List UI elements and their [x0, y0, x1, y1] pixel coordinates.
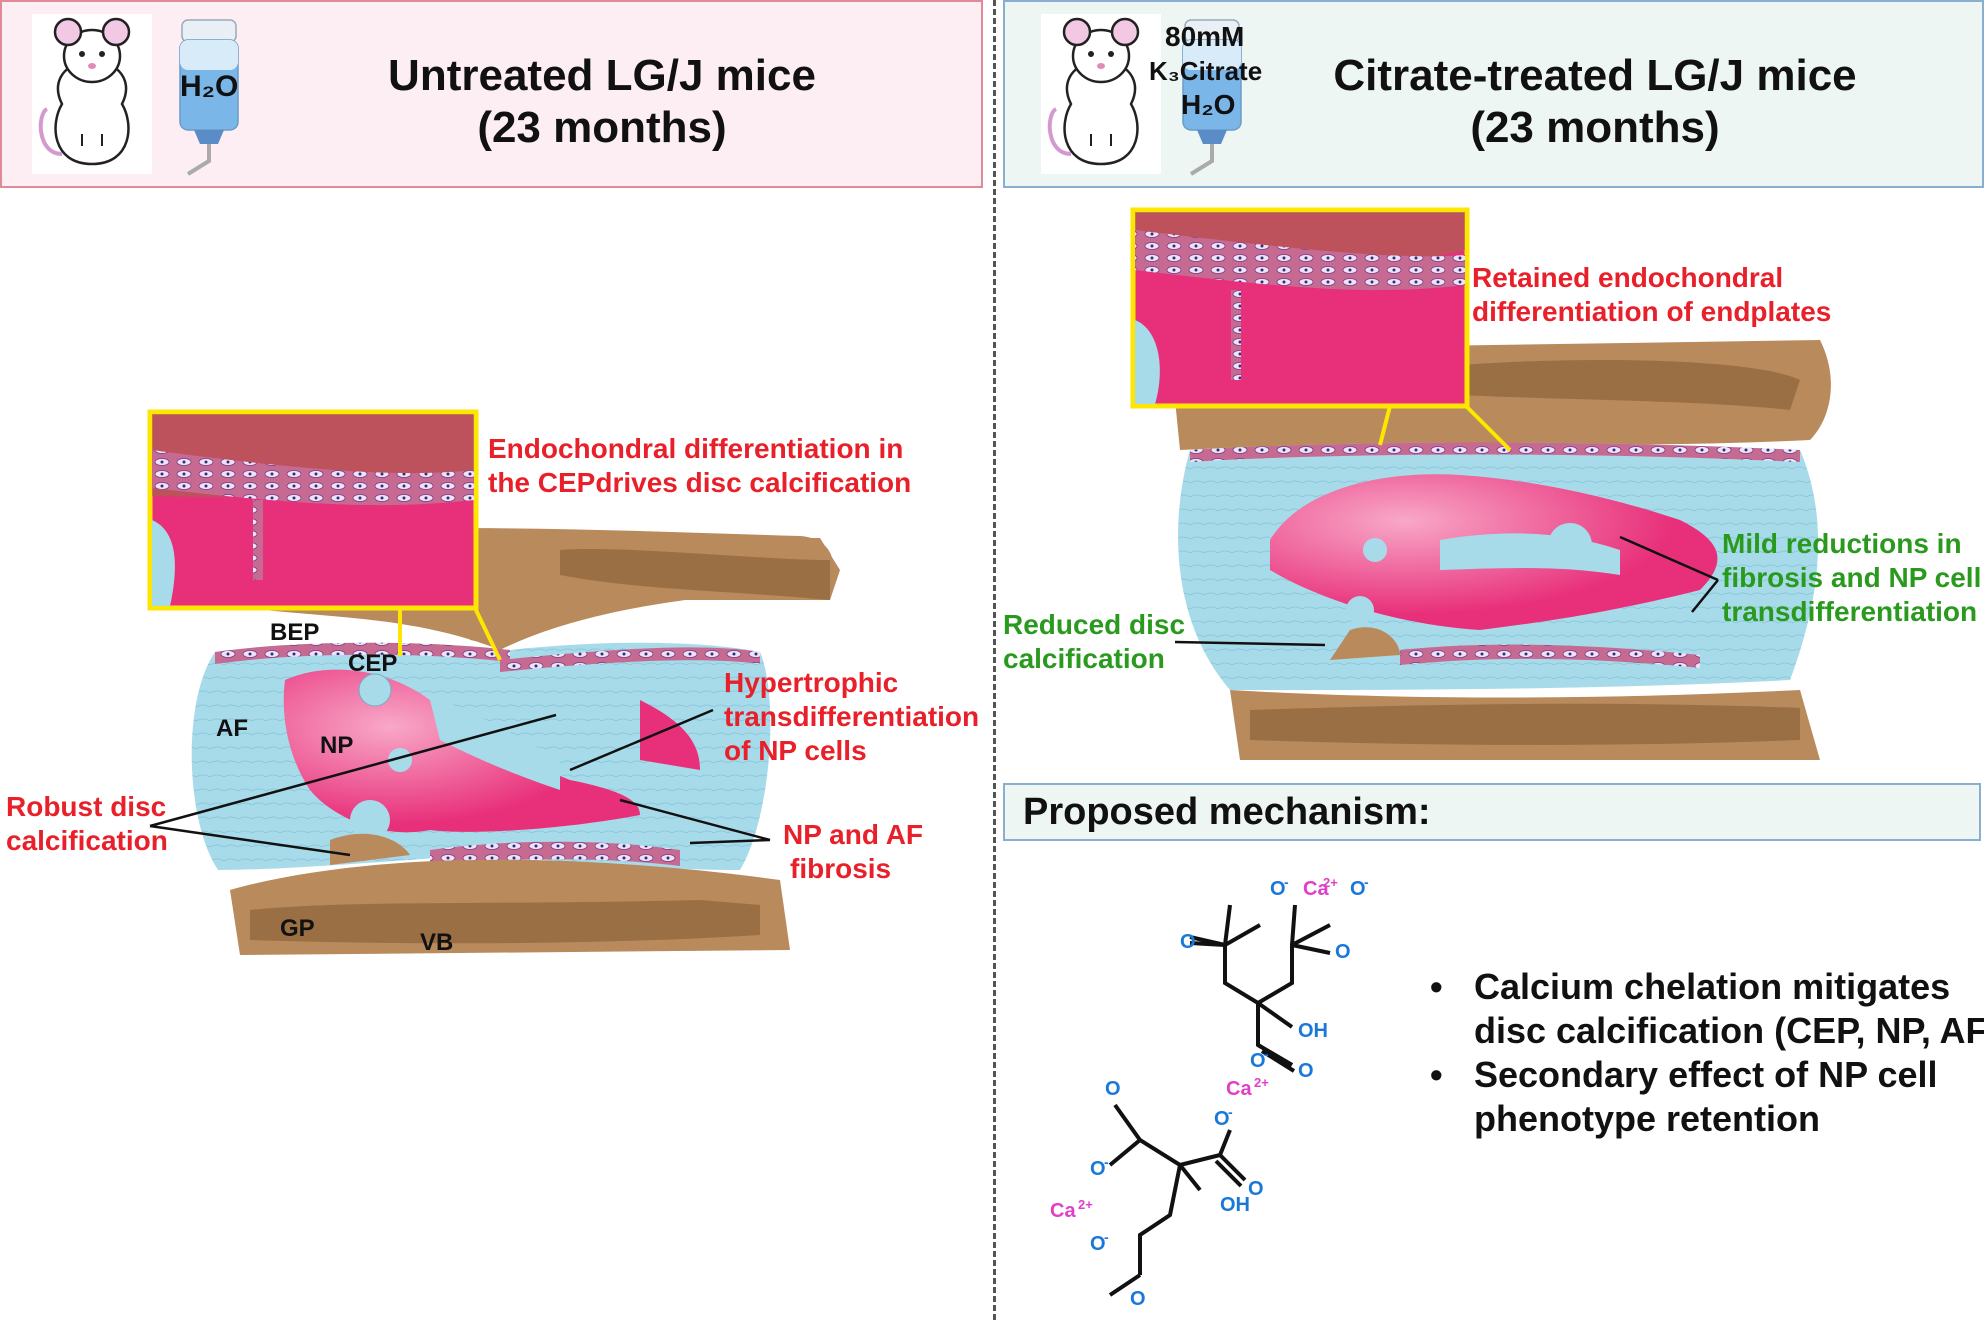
minus-4: - — [1104, 1154, 1109, 1170]
label-robust-line2: calcification — [6, 825, 168, 856]
bottle-label: H₂O — [180, 70, 239, 103]
untreated-header-panel: H₂O Untreated LG/J mice (23 months) — [0, 0, 983, 188]
mouse-icon — [1041, 14, 1161, 174]
cep-band — [1190, 442, 1800, 462]
mechanism-bullets: Calcium chelation mitigates disc calcifi… — [1430, 965, 1984, 1141]
o-3: O — [1298, 1060, 1314, 1082]
ca-charge-2: 2+ — [1254, 1075, 1269, 1090]
cep-band — [215, 642, 510, 664]
label-bep: BEP — [270, 619, 320, 646]
mechanism-header: Proposed mechanism: — [1003, 783, 1981, 841]
label-cep: CEP — [348, 650, 398, 677]
o-2: O — [1335, 941, 1351, 963]
o-minus-1: O — [1270, 878, 1286, 900]
panel-divider — [993, 0, 996, 1320]
ca-charge-1: 2+ — [1323, 875, 1338, 890]
o-minus-5: O — [1214, 1108, 1230, 1130]
bottle-label-line2: K₃Citrate — [1149, 56, 1263, 86]
ca-ion-3: Ca — [1050, 1200, 1076, 1222]
o-4: O — [1105, 1078, 1121, 1100]
oh-1: OH — [1298, 1020, 1328, 1042]
label-endochondral-line1: Endochondral differentiation in — [488, 433, 904, 464]
o-minus-3: O — [1250, 1050, 1266, 1072]
label-retained-line2: differentiation of endplates — [1472, 296, 1832, 327]
label-fibrosis-line1: NP and AF — [783, 819, 924, 850]
o-6: O — [1130, 1288, 1146, 1310]
citrate-header-panel: 80mM K₃Citrate H₂O Citrate-treated LG/J … — [1003, 0, 1984, 188]
label-gp: GP — [280, 915, 315, 942]
o-1: O — [1180, 931, 1196, 953]
label-hypertrophic-line2: transdifferentiation — [724, 701, 980, 732]
o-minus-6: O — [1090, 1233, 1106, 1255]
label-retained-line1: Retained endochondral — [1472, 262, 1784, 293]
ca-ion-1: Ca — [1303, 878, 1329, 900]
water-bottle-icon — [1182, 19, 1242, 176]
o-minus-2: O — [1350, 878, 1366, 900]
bottle-label-line1: 80mM — [1165, 21, 1245, 52]
citrate-title: Citrate-treated LG/J mice (23 months) — [1295, 50, 1895, 154]
label-reduced-line2: calcification — [1003, 643, 1165, 674]
label-mild-line1: Mild reductions in — [1722, 528, 1962, 559]
title-line2: (23 months) — [1470, 103, 1720, 152]
o-5: O — [1248, 1178, 1264, 1200]
minus-2: - — [1364, 874, 1369, 890]
label-robust-line1: Robust disc — [6, 791, 167, 822]
label-hypertrophic-line1: Hypertrophic — [724, 667, 899, 698]
bullet-text: Secondary effect of NP cell phenotype re… — [1474, 1054, 1938, 1139]
mechanism-title: Proposed mechanism: — [1023, 791, 1431, 833]
minus-3: - — [1264, 1046, 1269, 1062]
untreated-disc-illustration — [147, 409, 840, 955]
title-line1: Citrate-treated LG/J mice — [1333, 51, 1857, 100]
title-line2: (23 months) — [477, 103, 727, 152]
bullet-item: Calcium chelation mitigates disc calcifi… — [1430, 965, 1984, 1053]
citrate-calcium-structure: Ca 2+ O - O O - O OH O - O Ca 2+ O O - O… — [1050, 874, 1369, 1310]
label-mild-line3: transdifferentiation — [1722, 596, 1978, 627]
label-reduced-line1: Reduced disc — [1003, 609, 1186, 640]
ca-charge-3: 2+ — [1078, 1197, 1093, 1212]
bullet-text: Calcium chelation mitigates disc calcifi… — [1474, 966, 1984, 1051]
water-bottle-icon — [179, 19, 239, 176]
bottle-label-line3: H₂O — [1181, 89, 1236, 120]
citrate-disc-illustration — [1130, 207, 1831, 760]
mouse-icon — [32, 14, 152, 174]
ca-ion-2: Ca — [1226, 1078, 1252, 1100]
minus-6: - — [1104, 1229, 1109, 1245]
label-endochondral-line2: the CEPdrives disc calcification — [488, 467, 912, 498]
minus-1: - — [1284, 874, 1289, 890]
bullet-item: Secondary effect of NP cell phenotype re… — [1430, 1053, 1984, 1141]
label-hypertrophic-line3: of NP cells — [724, 735, 867, 766]
label-vb: VB — [420, 929, 454, 956]
oh-2: OH — [1220, 1194, 1250, 1216]
untreated-title: Untreated LG/J mice (23 months) — [302, 50, 902, 154]
o-minus-4: O — [1090, 1158, 1106, 1180]
np-core — [283, 669, 640, 833]
label-mild-line2: fibrosis and NP cell — [1722, 562, 1982, 593]
minus-5: - — [1228, 1104, 1233, 1120]
title-line1: Untreated LG/J mice — [388, 51, 816, 100]
label-af: AF — [216, 715, 248, 742]
label-np: NP — [320, 732, 354, 759]
label-fibrosis-line2: fibrosis — [790, 853, 892, 884]
